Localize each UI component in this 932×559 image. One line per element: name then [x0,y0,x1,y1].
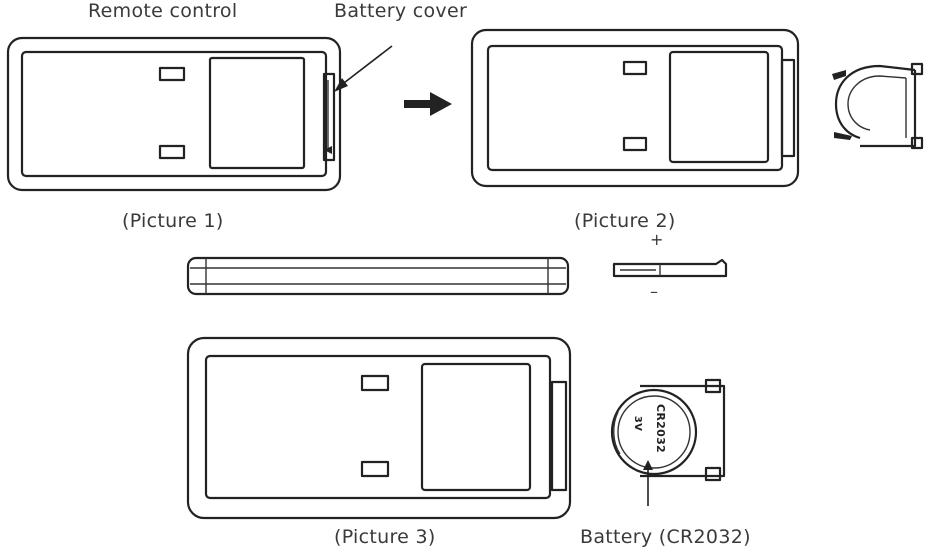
picture2-remote [470,28,800,188]
picture2-battery-holder [832,62,924,150]
picture3-remote [186,336,572,520]
picture1-remote [6,36,342,192]
side-view-remote [186,256,570,296]
battery-cover-label: Battery cover [334,0,468,22]
picture2-caption: (Picture 2) [574,210,676,232]
battery-caption: Battery (CR2032) [580,526,751,548]
battery-cover-pointer [334,45,393,92]
picture1-caption: (Picture 1) [122,210,224,232]
transition-arrow [404,92,452,116]
picture3-battery [610,378,726,506]
side-view-battery [612,258,728,278]
remote-control-label: Remote control [88,0,238,22]
picture3-caption: (Picture 3) [334,526,436,548]
coin-polarity-text: 3V [632,415,644,432]
coin-model-text: CR2032 [653,404,667,453]
minus-sign: – [650,282,659,301]
plus-sign: + [650,230,664,249]
